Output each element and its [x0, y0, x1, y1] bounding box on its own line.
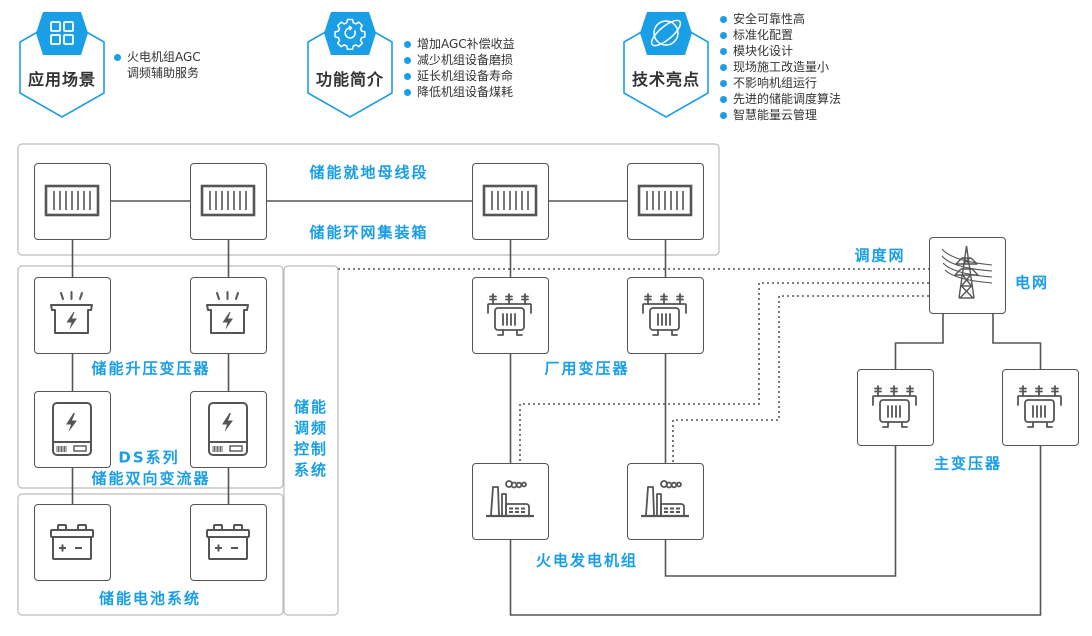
- battery-1: [34, 504, 111, 581]
- power-plant-icon: [471, 462, 548, 539]
- bullet-dot-icon: [720, 16, 727, 23]
- ring-main-container-4: [627, 163, 704, 240]
- ring-main-container-2: [190, 163, 267, 240]
- dispatch-signal-line: [672, 295, 929, 463]
- battery-icon: [189, 503, 266, 580]
- bullet-item: 先进的储能调度算法: [720, 91, 841, 107]
- grid-to-main-transformer-line: [894, 314, 944, 369]
- stepup-transformer-2: [190, 277, 267, 354]
- bullet-dot-icon: [114, 54, 121, 61]
- bullet-item: 延长机组设备寿命: [404, 68, 515, 84]
- bullet-dot-icon: [720, 64, 727, 71]
- grid-to-main-transformer-line: [992, 314, 1042, 369]
- feature-bullets-application: 火电机组AGC 调频辅助服务: [114, 49, 201, 81]
- feature-title-functions: 功能简介: [315, 70, 385, 89]
- grid: [929, 237, 1006, 314]
- bullet-item: 不影响机组运行: [720, 75, 841, 91]
- feature-bullets-functions: 增加AGC补偿收益 减少机组设备磨损 延长机组设备寿命 降低机组设备煤耗: [404, 36, 515, 100]
- label-dispatch-network: 调度网: [854, 246, 906, 265]
- label-main-transformer: 主变压器: [933, 454, 1003, 473]
- transformer-icon: [626, 276, 703, 353]
- hexagon-badge: [640, 12, 692, 55]
- bullet-item: 现场施工改造量小: [720, 59, 841, 75]
- planet-icon: [650, 19, 682, 47]
- bullet-dot-icon: [720, 112, 727, 119]
- bullet-item: 减少机组设备磨损: [404, 52, 515, 68]
- pcs-1: [34, 391, 111, 468]
- pcs-2: [190, 391, 267, 468]
- feature-hexagon-application: [19, 12, 105, 118]
- aux-transformer-2: [627, 277, 704, 354]
- power-converter-icon: [189, 390, 266, 467]
- transmission-tower-icon: [928, 236, 1005, 313]
- hexagon-badge: [324, 12, 376, 55]
- bullet-item: 模块化设计: [720, 43, 841, 59]
- label-battery-system: 储能电池系统: [98, 589, 202, 608]
- ring-main-container-1: [34, 163, 111, 240]
- transformer-pcs-group-frame: [17, 265, 284, 489]
- feature-hexagon-highlights: [623, 12, 709, 118]
- bullet-dot-icon: [720, 96, 727, 103]
- bullet-dot-icon: [720, 80, 727, 87]
- bullet-item: 降低机组设备煤耗: [404, 84, 515, 100]
- bullet-dot-icon: [404, 89, 411, 96]
- battery-group-frame: [17, 493, 284, 616]
- aux-transformer-1: [472, 277, 549, 354]
- transformer-icon: [1001, 368, 1078, 445]
- generator-to-main-transformer-line: [509, 446, 1042, 616]
- bullet-item: 火电机组AGC 调频辅助服务: [114, 49, 201, 81]
- control-system-frame: [283, 265, 339, 616]
- feature-bullets-highlights: 安全可靠性高 标准化配置 模块化设计 现场施工改造量小 不影响机组运行 先进的储…: [720, 11, 841, 123]
- hexagon-badge: [36, 12, 88, 55]
- transformer-icon: [856, 368, 933, 445]
- bullet-item: 智慧能量云管理: [720, 107, 841, 123]
- ring-main-group-frame: [17, 143, 720, 256]
- container-icon: [471, 162, 548, 239]
- label-aux-transformer: 厂用变压器: [544, 359, 630, 378]
- transformer-icon: [471, 276, 548, 353]
- bullet-item: 标准化配置: [720, 27, 841, 43]
- dispatch-signal-line: [519, 282, 929, 463]
- generator-2: [627, 463, 704, 540]
- main-transformer-2: [1002, 369, 1079, 446]
- feature-hexagon-functions: [307, 12, 393, 118]
- stepup-transformer-1: [34, 277, 111, 354]
- container-icon: [626, 162, 703, 239]
- feature-title-highlights: 技术亮点: [631, 70, 701, 89]
- main-transformer-1: [857, 369, 934, 446]
- label-stepup-transformer: 储能升压变压器: [91, 359, 211, 378]
- label-pcs-series: DS系列: [118, 448, 180, 467]
- bullet-item: 增加AGC补偿收益: [404, 36, 515, 52]
- battery-2: [190, 504, 267, 581]
- label-control-system: 储能 调频 控制 系统: [293, 398, 329, 479]
- ring-main-container-3: [472, 163, 549, 240]
- container-icon: [33, 162, 110, 239]
- stepup-transformer-icon: [33, 276, 110, 353]
- label-bus-section: 储能就地母线段: [309, 163, 429, 182]
- stepup-transformer-icon: [189, 276, 266, 353]
- bullet-dot-icon: [720, 32, 727, 39]
- bullet-dot-icon: [404, 73, 411, 80]
- label-grid: 电网: [1014, 273, 1050, 292]
- generator-to-main-transformer-line: [664, 446, 897, 577]
- container-icon: [189, 162, 266, 239]
- generator-1: [472, 463, 549, 540]
- bullet-item: 安全可靠性高: [720, 11, 841, 27]
- label-pcs: 储能双向变流器: [91, 469, 211, 488]
- bullet-dot-icon: [404, 41, 411, 48]
- app-grid-icon: [50, 21, 74, 45]
- feature-title-application: 应用场景: [27, 70, 97, 89]
- power-converter-icon: [33, 390, 110, 467]
- power-plant-icon: [626, 462, 703, 539]
- label-ring-main-container: 储能环网集装箱: [309, 223, 429, 242]
- bullet-dot-icon: [720, 48, 727, 55]
- battery-icon: [33, 503, 110, 580]
- bullet-dot-icon: [404, 57, 411, 64]
- label-generator: 火电发电机组: [535, 551, 639, 570]
- gear-icon: [334, 18, 366, 51]
